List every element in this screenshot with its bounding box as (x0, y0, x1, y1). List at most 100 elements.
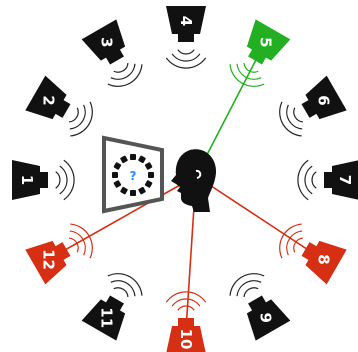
sound-wave-arc (297, 159, 309, 201)
screen-frame (102, 135, 164, 214)
sound-wave-arc (59, 165, 68, 195)
speaker-6-body (301, 75, 347, 120)
sound-wave-arc (243, 287, 259, 298)
speaker-11-body (81, 295, 126, 341)
sound-wave-arc (171, 53, 201, 62)
speaker-1-label: 1 (18, 175, 36, 185)
speaker-12-body (25, 240, 71, 285)
speaker-11: 11 (81, 273, 143, 341)
mini-speaker-ring-icon (112, 154, 154, 196)
mini-speaker-icon (144, 180, 153, 188)
mini-speaker-icon (120, 155, 128, 164)
speaker-7-label: 7 (336, 175, 354, 185)
speaker-4-body (166, 6, 206, 42)
mini-speaker-icon (138, 155, 146, 164)
mini-speaker-icon (144, 162, 153, 170)
sound-wave-arc (68, 107, 79, 123)
speaker-5: 5 (229, 19, 291, 87)
display-screen: ? (102, 135, 164, 214)
sound-wave-arc (165, 57, 207, 69)
speaker-7: 7 (297, 159, 358, 201)
speaker-7-body (324, 160, 358, 200)
speaker-5-label: 5 (257, 37, 275, 47)
speaker-4: 4 (165, 6, 207, 69)
sound-wave-arc (110, 280, 136, 297)
speaker-8-label: 8 (315, 254, 333, 264)
sound-waves-icon (165, 291, 207, 311)
mini-speaker-icon (138, 186, 146, 195)
sound-wave-arc (113, 62, 129, 73)
speaker-12-label: 12 (39, 249, 57, 270)
head-shape (171, 149, 217, 212)
mini-speaker-icon (113, 162, 122, 170)
sound-wave-arc (70, 101, 93, 137)
sound-waves-icon (68, 101, 93, 137)
sound-waves-icon (279, 101, 304, 137)
sound-waves-icon (297, 159, 317, 201)
sound-wave-arc (171, 298, 201, 307)
speaker-11-label: 11 (98, 307, 116, 328)
speaker-8: 8 (279, 223, 347, 285)
sound-wave-arc (236, 63, 262, 80)
sound-wave-arc (110, 63, 136, 80)
sound-waves-icon (107, 62, 143, 87)
speaker-4-label: 4 (177, 16, 195, 26)
sound-wave-arc (69, 104, 86, 130)
sound-wave-arc (279, 101, 302, 137)
sound-wave-arc (165, 291, 207, 303)
screen-question-mark: ? (130, 169, 137, 183)
sound-wave-arc (279, 223, 302, 259)
sound-waves-icon (229, 273, 265, 298)
speaker-9-label: 9 (257, 312, 275, 322)
sound-waves-icon (107, 273, 143, 298)
sound-wave-arc (107, 64, 143, 87)
speaker-6: 6 (279, 75, 347, 137)
speaker-5-body (246, 19, 291, 65)
sound-wave-arc (177, 49, 195, 55)
speaker-10-label: 10 (177, 329, 195, 350)
speaker-10: 10 (165, 291, 207, 352)
sound-wave-arc (229, 273, 265, 296)
mini-speaker-icon (130, 154, 136, 160)
speaker-12-line (55, 175, 197, 256)
mini-speaker-icon (120, 186, 128, 195)
speaker-12: 12 (25, 223, 93, 285)
speaker-2-label: 2 (39, 95, 57, 105)
speaker-3-label: 3 (98, 37, 116, 47)
speaker-8-body (301, 240, 347, 285)
sound-wave-arc (177, 305, 195, 311)
speaker-6-label: 6 (315, 95, 333, 105)
mini-speaker-icon (112, 172, 118, 178)
speaker-1: 1 (12, 159, 75, 201)
sound-wave-arc (70, 223, 93, 259)
sound-waves-icon (68, 223, 93, 259)
sound-wave-arc (107, 273, 143, 296)
sound-wave-arc (243, 62, 259, 73)
speaker-2-body (25, 75, 71, 120)
mini-speaker-icon (148, 172, 154, 178)
sound-wave-arc (55, 171, 61, 189)
sound-waves-icon (229, 62, 265, 87)
sound-wave-arc (304, 165, 313, 195)
mini-speaker-icon (113, 180, 122, 188)
mini-speaker-icon (130, 190, 136, 196)
sound-wave-arc (236, 280, 262, 297)
sound-wave-arc (113, 287, 129, 298)
sound-wave-arc (293, 237, 304, 253)
speaker-3: 3 (81, 19, 143, 87)
sound-wave-arc (293, 107, 304, 123)
sound-wave-arc (63, 159, 75, 201)
sound-wave-arc (229, 64, 265, 87)
sound-wave-arc (286, 104, 303, 130)
speaker-2: 2 (25, 75, 93, 137)
sound-waves-icon (279, 223, 304, 259)
speaker-10-body (166, 318, 206, 352)
speaker-1-body (12, 160, 48, 200)
head-silhouette-icon (171, 149, 217, 212)
sound-wave-arc (286, 230, 303, 256)
sound-wave-arc (68, 237, 79, 253)
speaker-9-body (246, 295, 291, 341)
speaker-8-line (195, 175, 317, 256)
